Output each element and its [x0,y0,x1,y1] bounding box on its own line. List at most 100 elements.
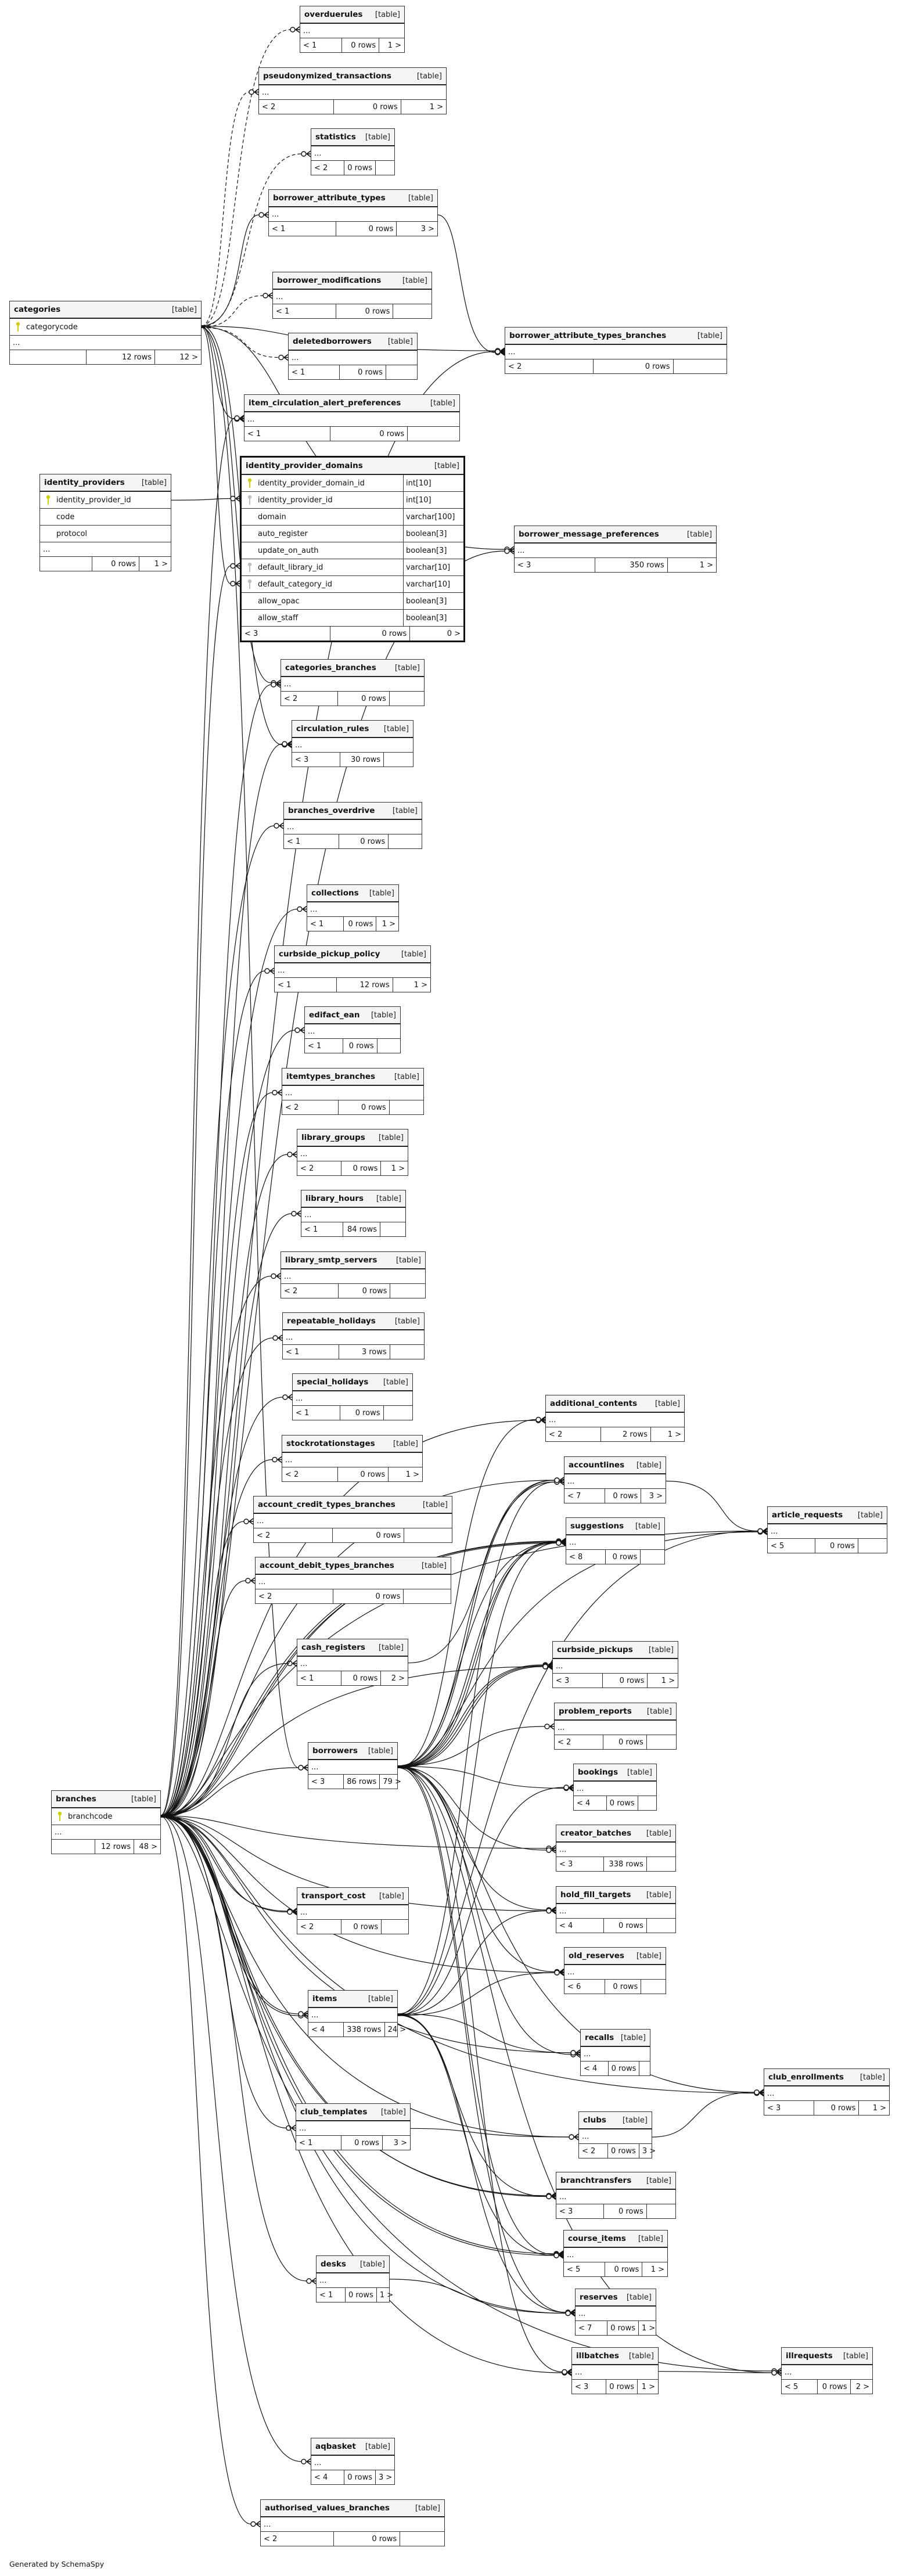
parents-link[interactable]: < 1 [275,978,337,992]
table-header[interactable]: itemtypes_branches[table] [282,1068,423,1086]
table-header[interactable]: cash_registers[table] [297,1639,408,1657]
table-name[interactable]: stockrotationstages [286,1439,375,1448]
more-columns[interactable]: ... [52,1825,160,1840]
more-columns[interactable]: ... [576,2307,656,2321]
parents-link[interactable]: < 2 [281,1284,339,1298]
table-name[interactable]: library_groups [301,1133,365,1142]
table-header[interactable]: problem_reports[table] [555,1703,676,1721]
table-name[interactable]: circulation_rules [296,724,369,733]
more-columns[interactable]: ... [282,1086,423,1100]
children-link[interactable] [639,2061,650,2075]
table-header[interactable]: illrequests[table] [782,2348,872,2365]
table-header[interactable]: hold_fill_targets[table] [556,1887,675,1904]
more-columns[interactable]: ... [293,1391,412,1406]
children-link[interactable] [641,1980,666,1994]
table-header[interactable]: borrower_message_preferences[table] [515,526,716,544]
table-header[interactable]: statistics[table] [311,129,394,146]
table-header[interactable]: curbside_pickup_policy[table] [275,946,430,963]
children-link[interactable] [400,2532,444,2546]
children-link[interactable] [638,1796,656,1810]
parents-link[interactable] [52,1840,95,1854]
table-name[interactable]: itemtypes_branches [286,1072,376,1081]
parents-link[interactable]: < 2 [297,1920,342,1934]
children-link[interactable] [641,1550,664,1564]
table-name[interactable]: borrower_attribute_types [273,193,386,203]
more-columns[interactable]: ... [556,1843,675,1857]
children-link[interactable]: 1 > [872,2103,886,2113]
more-columns[interactable]: ... [564,1474,666,1489]
table-name[interactable]: aqbasket [315,2442,356,2451]
children-link[interactable]: 1 > [699,560,713,570]
parents-link[interactable]: < 2 [261,2532,335,2546]
more-columns[interactable]: ... [301,1208,405,1222]
more-columns[interactable]: ... [261,2517,444,2532]
table-header[interactable]: special_holidays[table] [293,1374,412,1391]
children-link[interactable]: 1 > [382,919,395,929]
more-columns[interactable]: ... [296,2121,410,2136]
children-link[interactable]: 1 > [391,1164,405,1173]
column-row[interactable]: branchcode [52,1808,160,1825]
children-link[interactable] [404,1589,451,1603]
table-name[interactable]: borrower_modifications [277,276,382,285]
table-header[interactable]: additional_contents[table] [546,1395,684,1413]
more-columns[interactable]: ... [555,1721,676,1735]
table-name[interactable]: club_enrollments [768,2073,844,2082]
table-name[interactable]: pseudonymized_transactions [263,71,391,81]
children-link[interactable] [390,1284,425,1298]
table-header[interactable]: stockrotationstages[table] [282,1435,422,1453]
children-link[interactable]: 3 > [393,2138,407,2147]
parents-link[interactable]: < 4 [574,1796,607,1810]
table-name[interactable]: club_templates [300,2107,368,2117]
table-header[interactable]: circulation_rules[table] [292,721,413,738]
table-header[interactable]: reserves[table] [576,2289,656,2307]
parents-link[interactable]: < 1 [297,1671,341,1685]
table-name[interactable]: borrower_message_preferences [519,530,659,539]
parents-link[interactable]: < 5 [768,1539,815,1553]
table-name[interactable]: recalls [585,2033,614,2042]
more-columns[interactable]: ... [281,677,424,692]
parents-link[interactable]: < 3 [308,1775,344,1789]
children-link[interactable]: 3 > [649,1491,663,1501]
table-name[interactable]: categories_branches [285,663,376,672]
table-name[interactable]: desks [321,2260,346,2269]
children-link[interactable]: 1 > [413,980,427,990]
more-columns[interactable]: ... [564,1965,666,1980]
children-link[interactable]: 1 > [661,1676,675,1685]
more-columns[interactable]: ... [289,351,417,365]
table-name[interactable]: item_circulation_alert_preferences [249,398,401,408]
table-header[interactable]: edifact_ean[table] [305,1007,400,1024]
more-columns[interactable]: ... [284,820,422,834]
children-link[interactable] [389,834,422,848]
more-columns[interactable]: ... [292,738,413,753]
table-header[interactable]: account_debit_types_branches[table] [256,1557,451,1575]
table-name[interactable]: identity_providers [44,478,125,487]
more-columns[interactable]: ... [40,542,171,557]
more-columns[interactable]: ... [311,2456,394,2470]
children-link[interactable] [647,1919,675,1933]
table-header[interactable]: categories[table] [10,301,201,319]
children-link[interactable] [858,1539,887,1553]
parents-link[interactable] [10,350,87,364]
table-name[interactable]: reserves [580,2293,618,2302]
children-link[interactable] [393,304,431,318]
table-header[interactable]: identity_providers[table] [40,474,171,492]
table-header[interactable]: overduerules[table] [300,6,404,24]
table-account-debit-types-branches[interactable]: account_debit_types_branches[table]...< … [255,1557,451,1604]
more-columns[interactable]: ... [297,1905,408,1920]
more-columns[interactable]: ... [553,1659,678,1674]
